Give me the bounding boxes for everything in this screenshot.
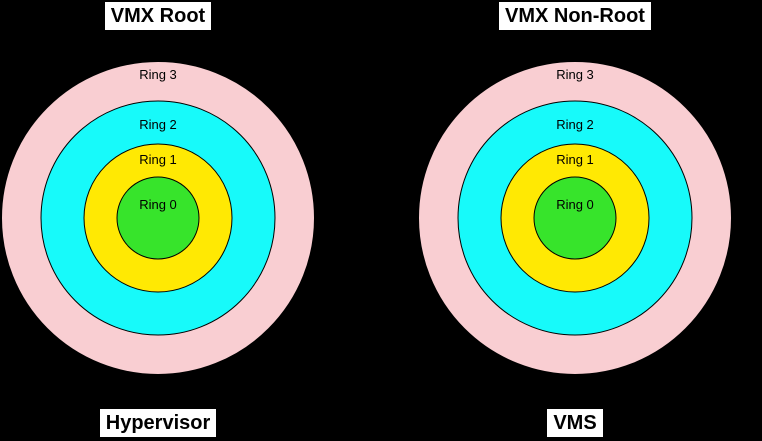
ring2-label: Ring 2 (139, 117, 177, 132)
ring1-label: Ring 1 (556, 152, 594, 167)
ring3-label: Ring 3 (139, 67, 177, 82)
vmx-non-root-title: VMX Non-Root (499, 2, 651, 30)
ring0-label: Ring 0 (556, 197, 594, 212)
vmx-non-root-rings: Ring 3 Ring 2 Ring 1 Ring 0 (418, 61, 732, 375)
vmx-non-root-diagram: VMX Non-Root Ring 3 Ring 2 Ring 1 Ring 0… (417, 0, 733, 441)
ring0-label: Ring 0 (139, 197, 177, 212)
hypervisor-label: Hypervisor (99, 409, 217, 437)
vmx-non-root-title-row: VMX Non-Root (417, 2, 733, 30)
vmx-root-title-row: VMX Root (0, 2, 316, 30)
ring2-label: Ring 2 (556, 117, 594, 132)
hypervisor-label-row: Hypervisor (0, 409, 316, 437)
ring0-circle (533, 176, 617, 260)
vmx-root-rings: Ring 3 Ring 2 Ring 1 Ring 0 (1, 61, 315, 375)
vmx-root-diagram: VMX Root Ring 3 Ring 2 Ring 1 Ring 0 Hyp… (0, 0, 316, 441)
vms-label-row: VMS (417, 409, 733, 437)
ring3-label: Ring 3 (556, 67, 594, 82)
ring1-label: Ring 1 (139, 152, 177, 167)
vms-label: VMS (547, 409, 603, 437)
vmx-root-title: VMX Root (104, 2, 212, 30)
ring0-circle (116, 176, 200, 260)
